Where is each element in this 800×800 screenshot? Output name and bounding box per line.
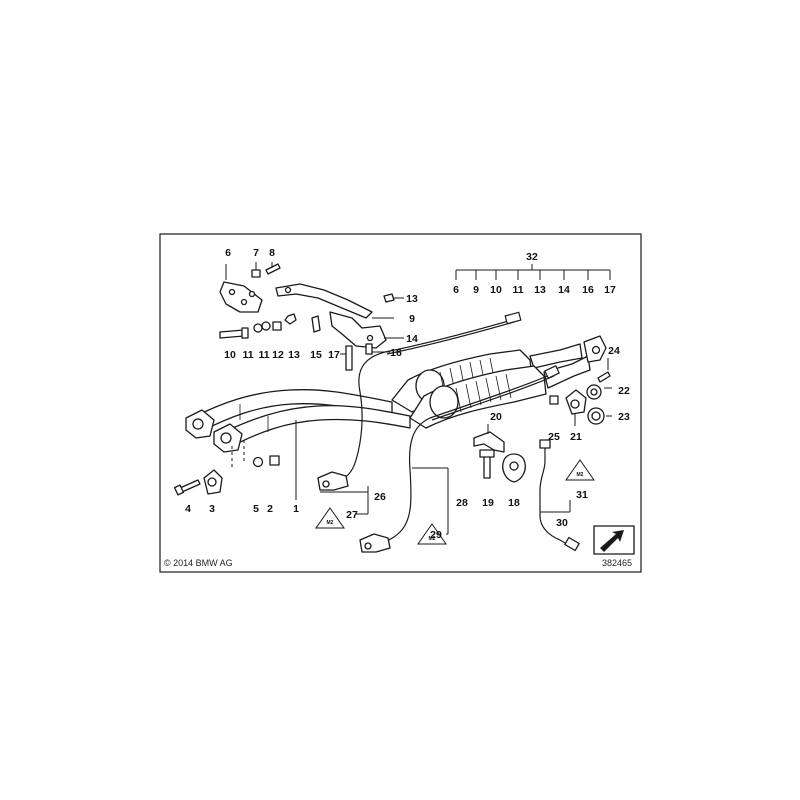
callout-23: 23 <box>618 411 630 423</box>
bolt-24 <box>597 371 611 383</box>
nut-7 <box>251 269 261 278</box>
oxygen-sensor-upper <box>317 311 522 491</box>
rear-flange <box>583 335 607 363</box>
callout-29: 29 <box>430 529 442 541</box>
callout-numbers: 6 7 8 13 9 14 16 17 10 11 11 12 13 15 4 … <box>185 247 630 541</box>
nut-12 <box>272 321 282 331</box>
nut-25 <box>549 395 559 405</box>
callout-13-upper: 13 <box>406 293 418 305</box>
callout-14: 14 <box>406 333 418 345</box>
callout-13: 13 <box>288 349 300 361</box>
callout-30: 30 <box>556 517 568 529</box>
callout-27: 27 <box>346 509 358 521</box>
washer-11b <box>261 321 271 331</box>
bracket-14 <box>329 311 387 349</box>
catalytic-converter-lower <box>409 355 591 429</box>
bolt-17 <box>345 345 353 371</box>
svg-text:M2: M2 <box>577 472 584 478</box>
callout-15: 15 <box>310 349 322 361</box>
bracket-9 <box>275 283 373 319</box>
washer-5 <box>252 456 264 468</box>
callout-24: 24 <box>608 345 620 357</box>
ring-22 <box>586 384 602 400</box>
oxygen-sensor-lower <box>359 365 560 553</box>
kit-32-item-17: 17 <box>604 284 616 296</box>
bolt-10 <box>219 327 249 339</box>
kit-32-item-11: 11 <box>512 284 523 296</box>
diagram-frame <box>159 233 642 573</box>
callout-28: 28 <box>456 497 468 509</box>
callout-20: 20 <box>490 411 502 423</box>
callout-5: 5 <box>253 503 259 515</box>
copyright-text: © 2014 BMW AG <box>164 558 233 568</box>
bracket-6 <box>219 281 263 313</box>
callout-17: 17 <box>328 349 340 361</box>
kit-32-item-10: 10 <box>490 284 502 296</box>
kit-32-item-6: 6 <box>453 284 459 296</box>
kit-32-item-16: 16 <box>582 284 594 296</box>
callout-26: 26 <box>374 491 386 503</box>
nut-2 <box>269 455 280 466</box>
warning-symbol-31: M2 <box>565 459 595 481</box>
gasket-21 <box>565 389 587 415</box>
callout-16: 16 <box>390 347 402 359</box>
callout-10: 10 <box>224 349 236 361</box>
bolt-19 <box>479 449 495 479</box>
bolt-15 <box>311 315 321 333</box>
callout-32: 32 <box>526 251 538 263</box>
bolt-16 <box>365 343 373 355</box>
callout-2: 2 <box>267 503 273 515</box>
svg-text:M2: M2 <box>327 520 334 526</box>
svg-text:M2: M2 <box>429 536 436 542</box>
gasket-3 <box>203 469 223 495</box>
bolt-4 <box>173 479 201 496</box>
kit-32-item-9: 9 <box>473 284 479 296</box>
front-pipe <box>185 389 411 453</box>
callout-1: 1 <box>293 503 299 515</box>
callout-11a: 11 <box>242 349 253 361</box>
callout-31: 31 <box>576 489 588 501</box>
callout-21: 21 <box>570 431 582 443</box>
callout-25: 25 <box>548 431 560 443</box>
kit-32-bracket <box>455 264 611 280</box>
callout-3: 3 <box>209 503 215 515</box>
callout-22: 22 <box>618 385 630 397</box>
callout-4: 4 <box>185 503 191 515</box>
kit-32-item-13: 13 <box>534 284 546 296</box>
callout-8: 8 <box>269 247 275 259</box>
bolt-13-upper <box>383 293 395 303</box>
kit-32-item-14: 14 <box>558 284 570 296</box>
temperature-sensor-30 <box>539 439 580 552</box>
warning-symbol-29: M2 <box>417 523 447 545</box>
direction-arrow-box <box>593 525 635 555</box>
bolt-8 <box>265 263 281 275</box>
callout-19: 19 <box>482 497 494 509</box>
callout-11b: 11 <box>258 349 269 361</box>
diagram-id: 382465 <box>602 558 632 568</box>
ring-23 <box>587 407 605 425</box>
leader-lines <box>225 262 612 535</box>
callout-6: 6 <box>225 247 231 259</box>
callout-9: 9 <box>409 313 415 325</box>
callout-18: 18 <box>508 497 520 509</box>
nut-13 <box>284 313 297 325</box>
hanger-bracket-20 <box>473 431 505 453</box>
warning-symbol-27: M2 <box>315 507 345 529</box>
callout-12: 12 <box>272 349 284 361</box>
washer-11a <box>253 323 263 333</box>
rubber-mount-18 <box>502 453 526 483</box>
callout-7: 7 <box>253 247 259 259</box>
